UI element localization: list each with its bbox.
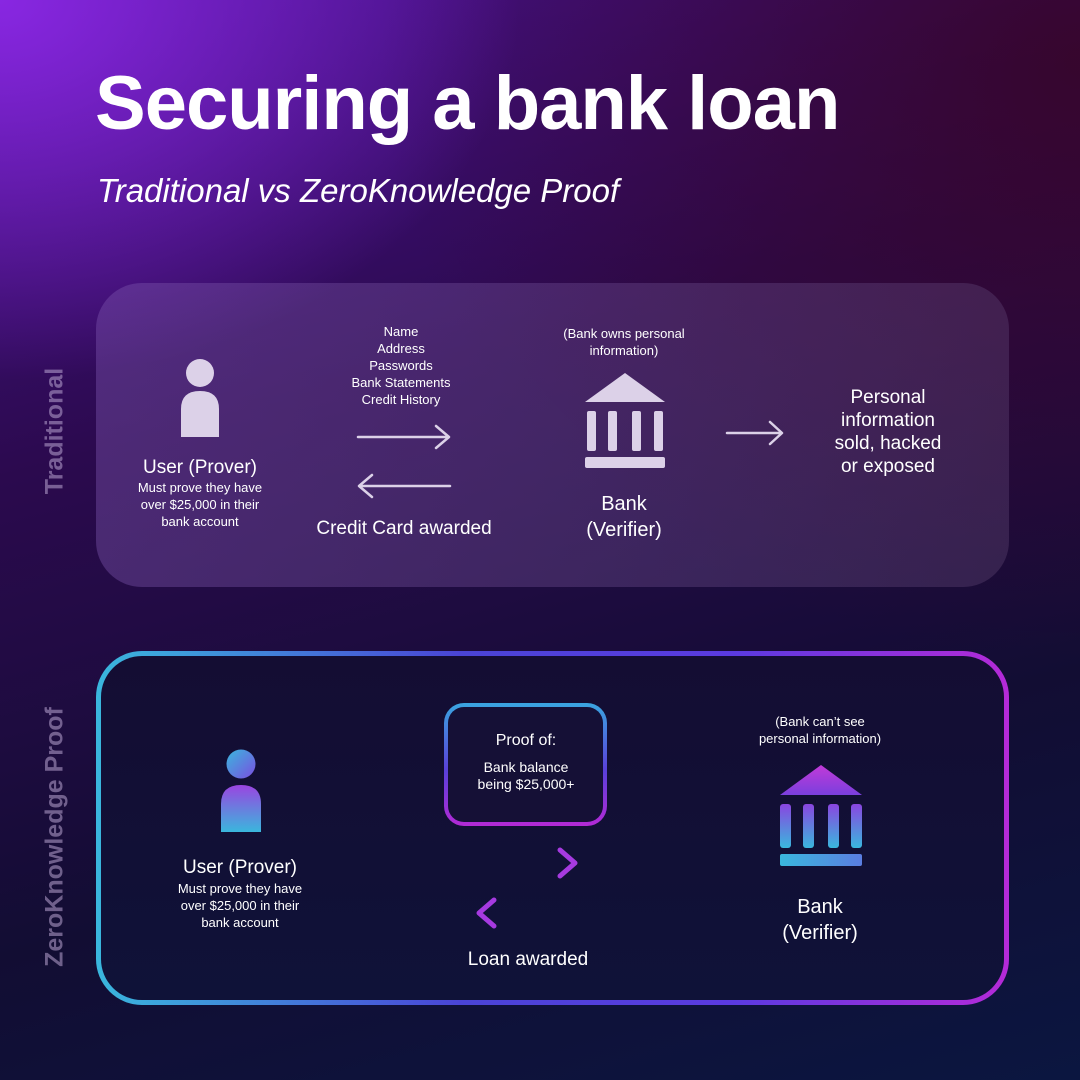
traditional-panel — [96, 283, 1009, 587]
proof-body: Bank balance being $25,000+ — [477, 759, 575, 792]
data-item-name: Name — [383, 324, 419, 339]
trad-outcome: Personal information sold, hacked or exp… — [834, 387, 942, 477]
side-label-zk: ZeroKnowledge Proof — [40, 707, 69, 967]
trad-return-label: Credit Card awarded — [316, 518, 492, 539]
trad-outcome-arrow-icon — [725, 420, 784, 446]
zk-bank-icon — [780, 765, 862, 866]
trad-bank-note: (Bank owns personal information) — [563, 326, 685, 358]
zk-bank-title: Bank (Verifier) — [782, 896, 858, 944]
trad-data-items: Name Address Passwords Bank Statements C… — [352, 323, 451, 408]
side-label-traditional: Traditional — [40, 367, 69, 495]
trad-arrow-right-icon — [356, 424, 451, 450]
data-item-credit-history: Credit History — [361, 392, 441, 407]
zk-user-title: User (Prover) — [182, 857, 298, 878]
zk-return-label: Loan awarded — [467, 949, 589, 970]
data-item-passwords: Passwords — [369, 358, 433, 373]
trad-bank-title: Bank (Verifier) — [586, 493, 662, 541]
zk-arrow-left-icon — [476, 897, 582, 929]
page-subtitle: Traditional vs ZeroKnowledge Proof — [97, 172, 620, 209]
trad-user-desc: Must prove they have over $25,000 in the… — [137, 480, 263, 529]
zk-bank-note: (Bank can’t see personal information) — [758, 714, 882, 746]
trad-user-title: User (Prover) — [142, 457, 258, 478]
zk-user-desc: Must prove they have over $25,000 in the… — [177, 881, 303, 930]
trad-user-icon — [181, 359, 219, 437]
zk-arrow-right-icon — [472, 847, 578, 879]
data-item-address: Address — [377, 341, 425, 356]
trad-arrow-left-icon — [357, 473, 452, 499]
data-item-bank-statements: Bank Statements — [351, 375, 451, 390]
trad-bank-icon — [585, 373, 665, 468]
zk-user-icon — [221, 749, 261, 832]
proof-heading: Proof of: — [495, 732, 557, 749]
page-title: Securing a bank loan — [95, 61, 840, 146]
proof-box — [444, 703, 607, 826]
